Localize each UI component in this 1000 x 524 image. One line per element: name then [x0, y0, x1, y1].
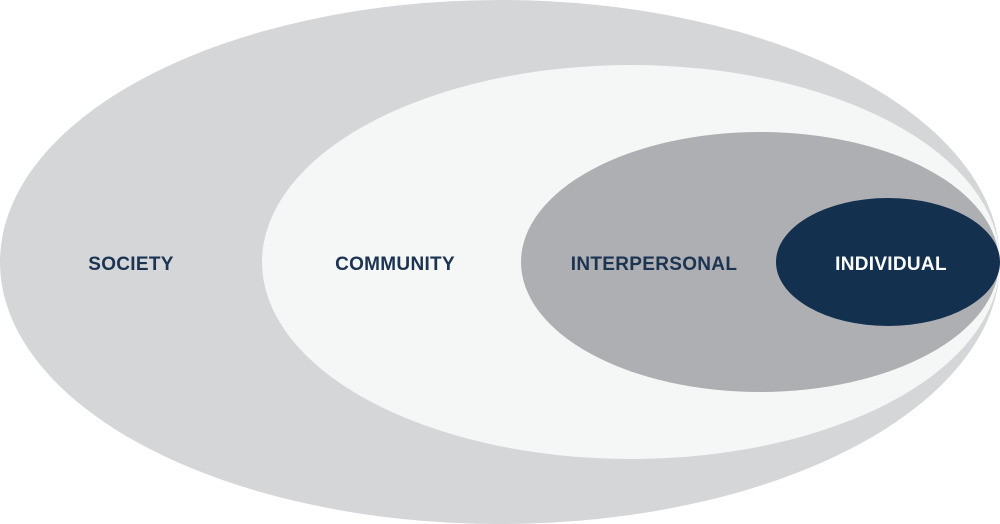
interpersonal-ellipse	[521, 132, 999, 392]
society-label: SOCIETY	[88, 254, 174, 275]
interpersonal-label: INTERPERSONAL	[571, 254, 738, 275]
individual-label: INDIVIDUAL	[835, 254, 947, 275]
community-label: COMMUNITY	[335, 254, 455, 275]
individual-ellipse	[776, 198, 1000, 326]
